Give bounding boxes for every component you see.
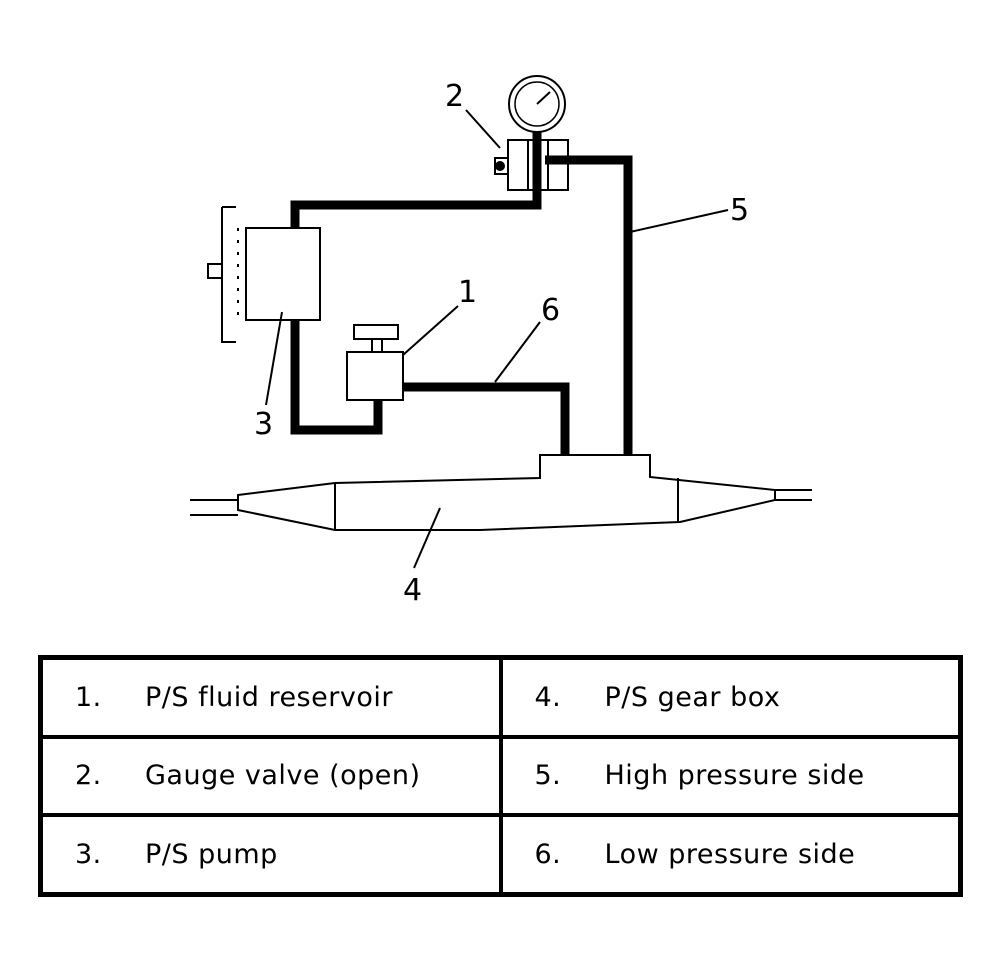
pressure-gauge-icon [508,75,566,133]
gear-box [190,454,812,531]
power-steering-diagram: 1 2 3 4 5 6 [190,75,812,608]
legend-text: P/S pump [145,839,278,871]
legend-text: Gauge valve (open) [145,760,421,792]
legend-number: 1. [75,681,102,713]
legend-cell: 3. P/S pump [38,813,503,897]
legend-cell: 5. High pressure side [498,734,963,818]
legend-table: 1. P/S fluid reservoir 4. P/S gear box 2. G… [38,655,963,897]
legend-cell: 4. P/S gear box [498,655,963,739]
callout-5: 5 [730,193,749,228]
legend-text: High pressure side [604,760,865,792]
ps-fluid-reservoir [346,324,404,401]
legend-row: 3. P/S pump 6. Low pressure side [38,813,963,897]
legend-number: 3. [75,839,102,871]
legend-cell: 2. Gauge valve (open) [38,734,503,818]
legend-cell: 1. P/S fluid reservoir [38,655,503,739]
legend-text: P/S fluid reservoir [145,681,393,713]
ps-pump [207,206,321,343]
gauge-return-line [290,130,542,232]
legend-number: 2. [75,760,102,792]
legend-number: 4. [534,681,562,713]
legend-text: Low pressure side [604,839,856,871]
callout-leaders [265,109,729,569]
legend-text: P/S gear box [604,681,781,713]
legend-cell: 6. Low pressure side [498,813,963,897]
gauge-valve [494,130,569,191]
high-pressure-line [565,155,633,455]
low-pressure-line [403,382,570,455]
legend-row: 2. Gauge valve (open) 5. High pressure sid… [38,734,963,818]
callout-1: 1 [458,275,477,310]
callout-6: 6 [541,293,560,328]
callout-2: 2 [445,79,464,114]
legend-row: 1. P/S fluid reservoir 4. P/S gear box [38,655,963,739]
callout-3: 3 [254,407,273,442]
pump-reservoir-line [290,315,383,435]
legend-number: 6. [534,839,562,871]
callout-4: 4 [403,573,422,608]
legend-number: 5. [534,760,562,792]
